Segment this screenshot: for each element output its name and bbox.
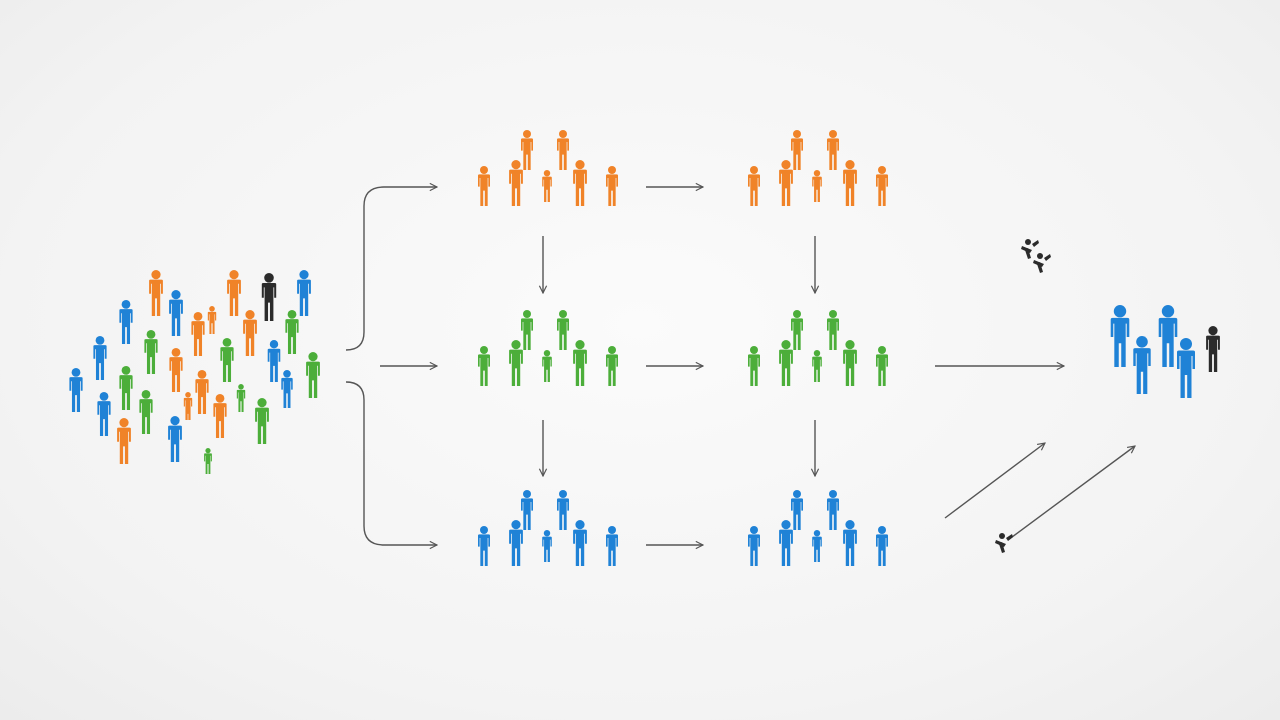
person-icon (542, 530, 552, 562)
connectors-layer (345, 187, 1135, 545)
person-icon (573, 160, 587, 206)
group-green-2 (748, 310, 888, 386)
person-icon (117, 418, 131, 464)
person-icon (779, 340, 793, 386)
person-icon (97, 392, 111, 436)
person-icon (149, 270, 163, 316)
person-icon (748, 346, 760, 386)
person-icon (1177, 338, 1195, 398)
person-icon (606, 166, 618, 206)
person-icon (779, 160, 793, 206)
arrow-diagonal-upper (1007, 446, 1135, 541)
person-icon (261, 273, 277, 321)
person-icon (876, 346, 888, 386)
figures-layer (69, 130, 1220, 566)
person-icon (169, 348, 183, 392)
person-icon (791, 130, 803, 170)
person-icon (812, 170, 822, 202)
person-icon (509, 520, 523, 566)
person-icon (169, 290, 183, 336)
person-icon (306, 352, 320, 398)
person-icon (478, 166, 490, 206)
scattered-figure-icon (1033, 253, 1051, 273)
person-icon (509, 340, 523, 386)
person-icon (748, 166, 760, 206)
person-icon (255, 398, 269, 444)
scattered-figure-icon (1021, 239, 1039, 259)
person-icon (1133, 336, 1151, 394)
person-icon (827, 490, 839, 530)
person-icon (812, 530, 822, 562)
person-icon (1158, 305, 1178, 367)
person-icon (509, 160, 523, 206)
person-icon (521, 490, 533, 530)
person-icon (207, 306, 217, 334)
result-group (1110, 305, 1220, 398)
group-orange-1 (478, 130, 618, 206)
person-icon (876, 166, 888, 206)
person-icon (542, 170, 552, 202)
person-icon (876, 526, 888, 566)
scattered-figure-icon (995, 533, 1013, 553)
person-icon (478, 346, 490, 386)
person-icon (185, 404, 191, 420)
person-icon (573, 340, 587, 386)
person-icon (168, 416, 182, 462)
person-icon (119, 366, 133, 410)
person-icon (213, 394, 227, 438)
person-icon (297, 270, 311, 316)
person-icon (191, 312, 205, 356)
person-icon (243, 310, 257, 356)
group-blue-1 (478, 490, 618, 566)
person-icon (139, 390, 153, 434)
person-icon (93, 336, 107, 380)
person-icon (267, 340, 281, 382)
person-icon (204, 448, 212, 474)
person-icon (119, 300, 133, 344)
person-icon (69, 368, 83, 412)
group-green-1 (478, 310, 618, 386)
person-icon (144, 330, 158, 374)
person-icon (1110, 305, 1130, 367)
person-icon (542, 350, 552, 382)
person-icon (606, 526, 618, 566)
person-icon (236, 384, 246, 412)
person-icon (478, 526, 490, 566)
person-icon (521, 130, 533, 170)
person-icon (195, 370, 209, 414)
person-icon (843, 160, 857, 206)
person-icon (779, 520, 793, 566)
person-icon (791, 310, 803, 350)
group-blue-2 (748, 490, 888, 566)
person-icon (606, 346, 618, 386)
group-orange-2 (748, 130, 888, 206)
person-icon (791, 490, 803, 530)
person-icon (557, 310, 569, 350)
person-icon (285, 310, 299, 354)
person-icon (748, 526, 760, 566)
bracket-arrow-bottom (345, 381, 437, 545)
person-icon (827, 130, 839, 170)
person-icon (220, 338, 234, 382)
person-icon (812, 350, 822, 382)
person-icon (573, 520, 587, 566)
person-icon (521, 310, 533, 350)
person-icon (227, 270, 241, 316)
person-icon (557, 130, 569, 170)
bracket-arrow-top (345, 187, 437, 351)
person-icon (557, 490, 569, 530)
arrow-diagonal-lower (944, 443, 1045, 519)
person-icon (1206, 326, 1220, 372)
person-icon (843, 520, 857, 566)
person-icon (843, 340, 857, 386)
person-icon (281, 370, 293, 408)
person-icon (827, 310, 839, 350)
